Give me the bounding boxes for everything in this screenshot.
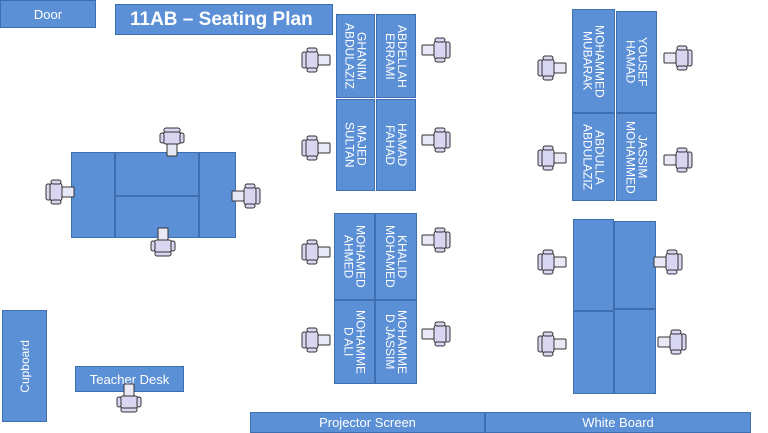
chair-icon — [421, 37, 451, 63]
chair-icon — [421, 227, 451, 253]
student-desk: MOHAMMED MUBARAK — [572, 9, 615, 113]
student-desk: ABDULLA ABDULAZIZ — [572, 113, 615, 201]
table-block — [115, 152, 199, 196]
teacher-desk: Teacher Desk — [75, 366, 184, 392]
student-desk: MOHAMME D JASSIM — [375, 300, 417, 384]
white-board: White Board — [485, 412, 751, 433]
chair-icon — [663, 45, 693, 71]
student-name: ABDELLAH ERRAMI — [383, 24, 409, 88]
student-name: ABDULLA ABDULAZIZ — [580, 123, 607, 190]
chair-icon — [657, 329, 687, 355]
student-desk: ABDELLAH ERRAMI — [376, 14, 416, 98]
student-name: MOHAMME D ALI — [341, 310, 368, 374]
empty-desk — [573, 311, 614, 394]
student-name: GHANIM ABDULAZIZ — [342, 22, 369, 89]
student-desk: MOHAMME D ALI — [334, 300, 375, 384]
chair-icon — [537, 331, 567, 357]
white-board-label: White Board — [582, 415, 654, 430]
student-name: MOHAMME D JASSIM — [383, 310, 409, 374]
student-desk: YOUSEF HAMAD — [616, 11, 657, 113]
projector-screen-label: Projector Screen — [319, 415, 416, 430]
chair-icon — [301, 327, 331, 353]
student-name: MAJED SULTAN — [342, 122, 369, 168]
student-name: HAMAD FAHAD — [383, 123, 409, 167]
chair-icon — [537, 249, 567, 275]
teacher-desk-label: Teacher Desk — [89, 371, 170, 387]
chair-icon — [421, 321, 451, 347]
student-name: KHALID MOHAMED — [383, 225, 409, 288]
cupboard: Cupboard — [2, 310, 47, 422]
chair-icon — [301, 47, 331, 73]
student-desk: GHANIM ABDULAZIZ — [336, 14, 375, 98]
table-block — [115, 196, 199, 238]
student-name: YOUSEF HAMAD — [623, 37, 650, 87]
chair-icon — [537, 145, 567, 171]
empty-desk — [573, 219, 614, 311]
chair-icon — [653, 249, 683, 275]
page-title: 11AB – Seating Plan — [115, 4, 333, 35]
chair-icon — [45, 179, 75, 205]
student-desk: MAJED SULTAN — [336, 99, 375, 191]
door: Door — [0, 0, 96, 28]
chair-icon — [421, 127, 451, 153]
chair-icon — [663, 147, 693, 173]
chair-icon — [231, 183, 261, 209]
student-desk: KHALID MOHAMED — [375, 213, 417, 300]
chair-icon — [301, 239, 331, 265]
empty-desk — [614, 309, 656, 394]
table-block — [199, 152, 236, 238]
student-name: MOHAMMED MUBARAK — [580, 24, 607, 98]
empty-desk — [614, 221, 656, 309]
projector-screen: Projector Screen — [250, 412, 485, 433]
chair-icon — [301, 135, 331, 161]
table-block — [71, 152, 115, 238]
door-label: Door — [33, 6, 63, 22]
cupboard-label: Cupboard — [17, 339, 32, 393]
student-desk: JASSIM MOHAMMED — [616, 113, 657, 201]
student-desk: HAMAD FAHAD — [376, 99, 416, 191]
student-name: MOHAMED AHMED — [341, 225, 368, 288]
chair-icon — [537, 55, 567, 81]
student-name: JASSIM MOHAMMED — [623, 120, 650, 194]
student-desk: MOHAMED AHMED — [334, 213, 375, 300]
